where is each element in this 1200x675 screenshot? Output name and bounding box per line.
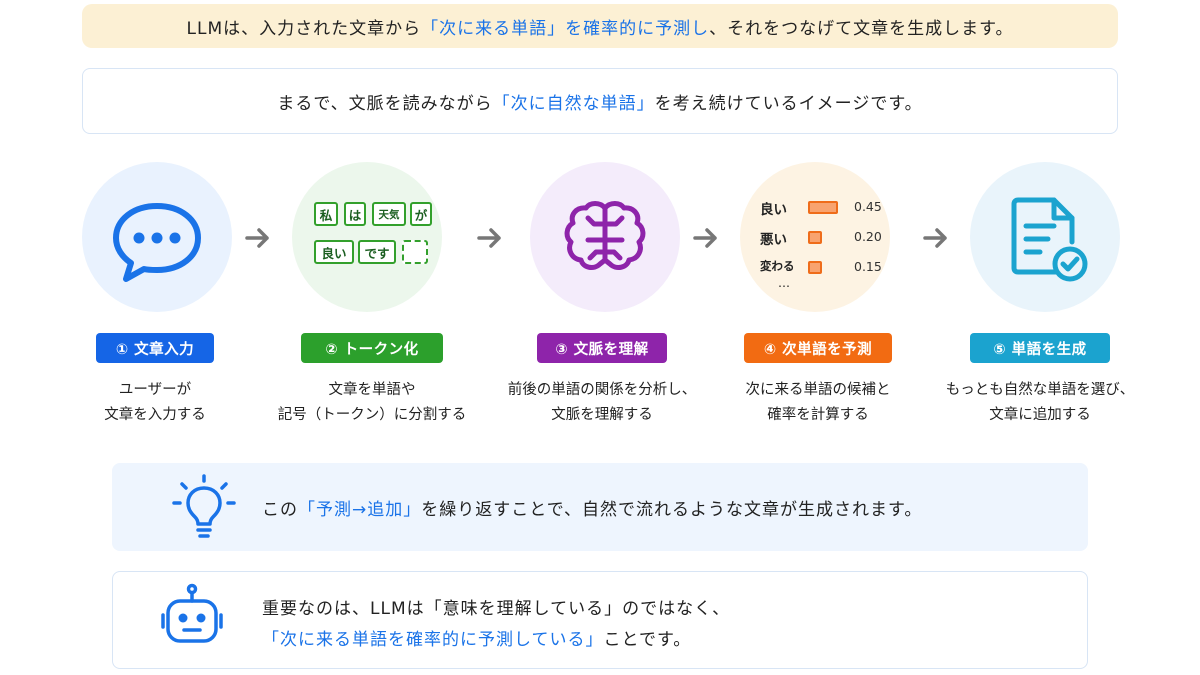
step-4-label: ④ 次単語を予測 — [744, 333, 892, 363]
summary-text-pre: LLMは、入力された文章から — [186, 18, 422, 39]
step-5-description: もっとも自然な単語を選び、 文章に追加する — [920, 378, 1160, 428]
step-1-desc-line2: 文章を入力する — [104, 407, 206, 423]
note-box — [112, 571, 1088, 669]
step-2-description: 文章を単語や 記号（トークン）に分割する — [252, 378, 492, 428]
tip-text-pre: この — [262, 500, 298, 520]
step-1-circle — [82, 162, 232, 312]
note-line-2-post: ことです。 — [603, 630, 692, 650]
step-3-description: 前後の単語の関係を分析し、 文脈を理解する — [482, 378, 722, 428]
token-chip: 天気 — [372, 202, 406, 226]
arrow-right-icon — [477, 228, 501, 248]
note-line-2: 「次に来る単語を確率的に予測している」ことです。 — [262, 625, 691, 650]
analogy-banner: まるで、文脈を読みながら「次に自然な単語」を考え続けているイメージです。 — [82, 68, 1118, 134]
arrow-right-icon — [693, 228, 717, 248]
prediction-bar — [808, 201, 838, 214]
token-chip: です — [358, 240, 396, 264]
step-5-circle — [970, 162, 1120, 312]
step-3-desc-line1: 前後の単語の関係を分析し、 — [507, 382, 697, 398]
step-5-desc-line2: 文章に追加する — [989, 407, 1091, 423]
step-5-label: ⑤ 単語を生成 — [970, 333, 1110, 363]
step-4-desc-line2: 確率を計算する — [767, 407, 869, 423]
summary-text-post: 、それをつなげて文章を生成します。 — [709, 18, 1014, 39]
predictions-more: … — [778, 276, 790, 290]
token-chip-empty — [402, 240, 428, 264]
prediction-value: 0.15 — [854, 259, 882, 274]
tip-text-highlight: 「予測→追加」 — [298, 500, 422, 520]
token-chip: は — [344, 202, 366, 226]
prediction-value: 0.20 — [854, 229, 882, 244]
note-line-1: 重要なのは、LLMは「意味を理解している」のではなく、 — [262, 599, 731, 619]
step-4-circle: 良い 0.45 悪い 0.20 変わる 0.15 … — [740, 162, 890, 312]
step-2-circle: 私 は 天気 が 良い です — [292, 162, 442, 312]
step-2-desc-line2: 記号（トークン）に分割する — [277, 407, 467, 423]
prediction-value: 0.45 — [854, 199, 882, 214]
step-5-desc-line1: もっとも自然な単語を選び、 — [945, 382, 1135, 398]
analogy-text-post: を考え続けているイメージです。 — [654, 93, 923, 114]
step-3-label: ③ 文脈を理解 — [537, 333, 667, 363]
prediction-bar — [808, 261, 822, 274]
token-chip: が — [410, 202, 432, 226]
prediction-word: 変わる — [760, 259, 795, 273]
tip-box — [112, 463, 1088, 551]
summary-text-highlight: 「次に来る単語」を確率的に予測し — [421, 18, 710, 39]
step-1-label: ① 文章入力 — [96, 333, 214, 363]
note-line-2-highlight: 「次に来る単語を確率的に予測している」 — [262, 630, 604, 650]
chat-bubble-icon — [113, 203, 201, 282]
step-2-label: ② トークン化 — [301, 333, 443, 363]
robot-icon — [161, 583, 223, 643]
tip-text-post: を繰り返すことで、自然で流れるような文章が生成されます。 — [421, 500, 923, 520]
brain-icon — [564, 201, 646, 270]
arrow-right-icon — [245, 228, 269, 248]
step-3-circle — [530, 162, 680, 312]
step-1-description: ユーザーが 文章を入力する — [35, 378, 275, 428]
prediction-bar — [808, 231, 822, 244]
prediction-word: 良い — [760, 202, 787, 218]
analogy-text-highlight: 「次に自然な単語」 — [492, 93, 655, 114]
step-1-desc-line1: ユーザーが — [118, 382, 192, 398]
arrow-right-icon — [923, 228, 947, 248]
step-4-description: 次に来る単語の候補と 確率を計算する — [698, 378, 938, 428]
analogy-text-pre: まるで、文脈を読みながら — [277, 93, 493, 114]
token-chip: 私 — [314, 202, 338, 226]
step-2-desc-line1: 文章を単語や — [328, 382, 416, 398]
prediction-word: 悪い — [760, 232, 787, 248]
document-check-icon — [1011, 197, 1088, 282]
step-4-desc-line1: 次に来る単語の候補と — [745, 382, 891, 398]
step-3-desc-line2: 文脈を理解する — [551, 407, 653, 423]
token-chip: 良い — [314, 240, 354, 264]
summary-banner: LLMは、入力された文章から「次に来る単語」を確率的に予測し、それをつなげて文章… — [82, 4, 1118, 48]
lightbulb-icon — [172, 474, 236, 538]
tip-text: この「予測→追加」を繰り返すことで、自然で流れるような文章が生成されます。 — [262, 495, 922, 520]
